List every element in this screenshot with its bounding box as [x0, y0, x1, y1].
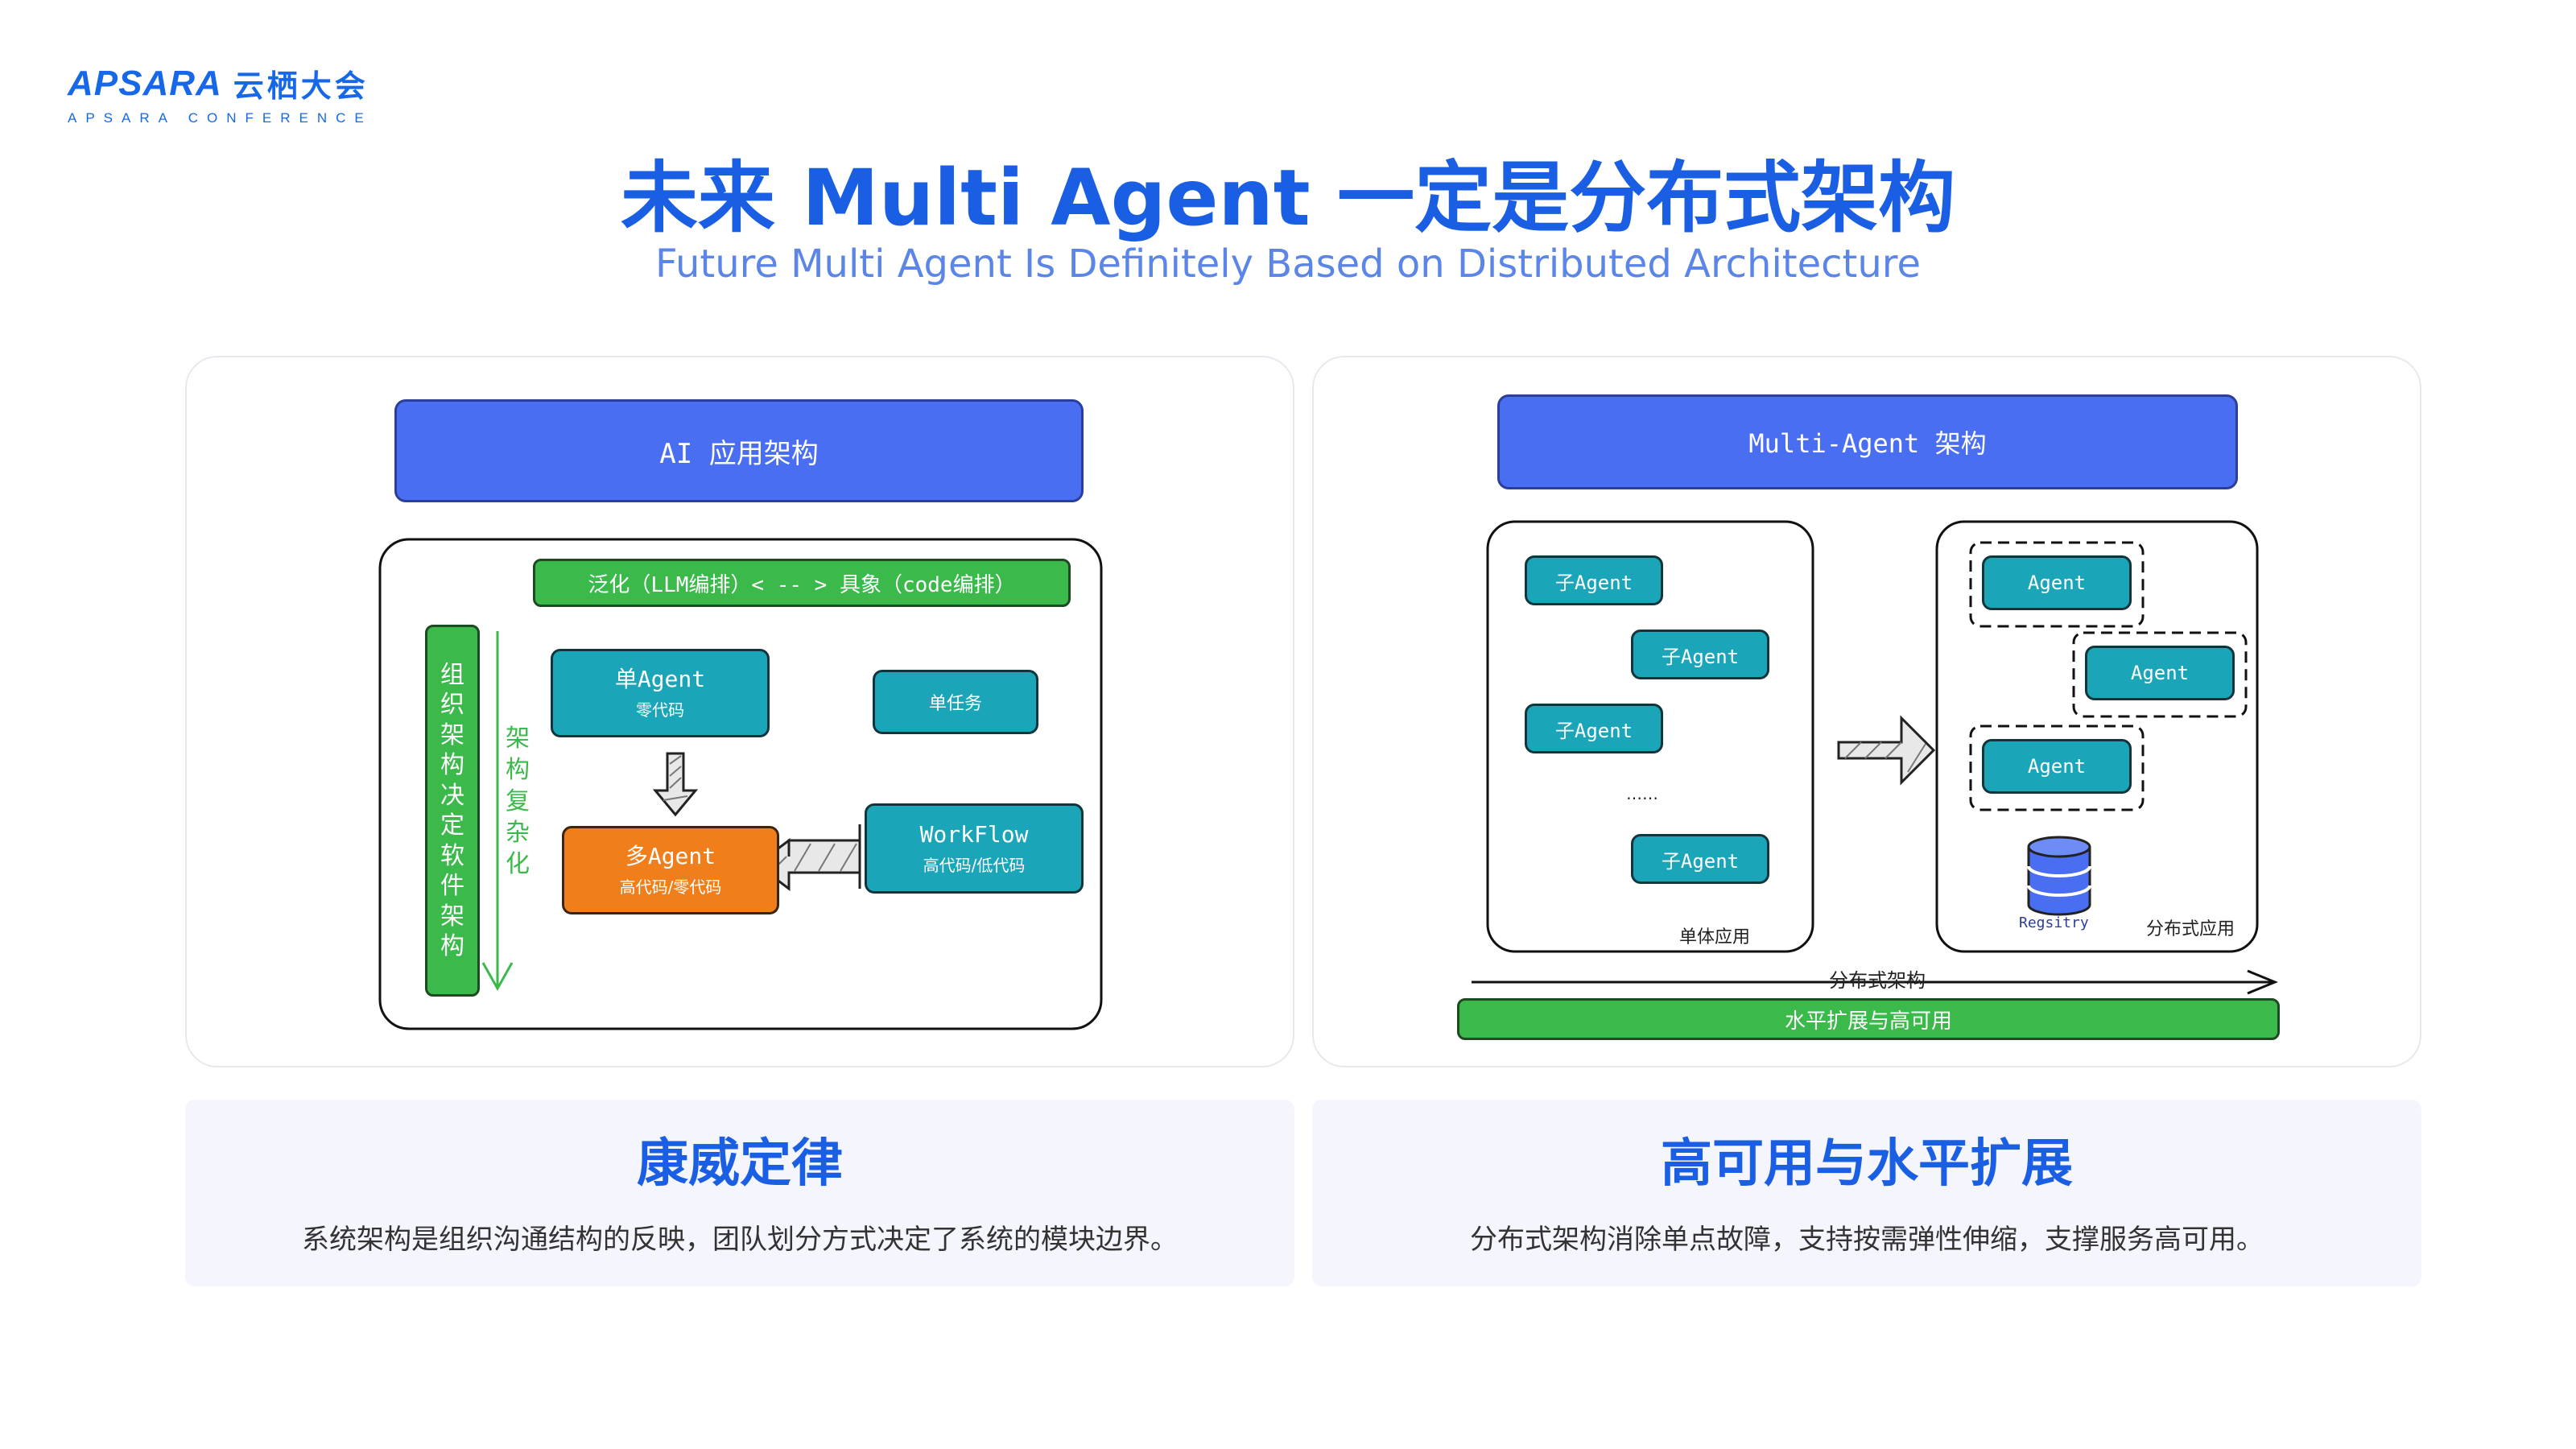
distributed-frame — [1935, 520, 2259, 953]
agent-dashed-box-3 — [1969, 724, 2145, 811]
architecture-arrow-label: 分布式架构 — [1829, 969, 1926, 992]
conway-vertical-bar: 组织架构决定软件架构 — [425, 625, 480, 997]
logo-cn: 云栖大会 — [233, 68, 369, 104]
scale-availability-bar: 水平扩展与高可用 — [1457, 998, 2280, 1040]
apsara-logo: APSARA 云栖大会 APSARA CONFERENCE — [68, 61, 373, 126]
multi-agent-header: Multi-Agent 架构 — [1497, 394, 2238, 489]
agent-3: Agent — [1982, 739, 2132, 794]
agent-1: Agent — [1982, 555, 2132, 610]
multi-agent-panel: Multi-Agent 架构 子Agent 子Agent 子Agent …… 子… — [1312, 356, 2421, 1067]
conway-law-card: 康威定律 系统架构是组织沟通结构的反映，团队划分方式决定了系统的模块边界。 — [185, 1100, 1294, 1286]
conway-law-text: 系统架构是组织沟通结构的反映，团队划分方式决定了系统的模块边界。 — [302, 1224, 1178, 1256]
registry-label: Regsitry — [2019, 914, 2089, 931]
outer-frame — [378, 538, 1103, 1030]
sub-agent-ellipsis: …… — [1626, 784, 1658, 803]
complexity-arrow-head — [481, 962, 514, 992]
availability-text: 分布式架构消除单点故障，支持按需弹性伸缩，支撑服务高可用。 — [1470, 1224, 2264, 1256]
complexity-label: 架构复杂化 — [506, 724, 530, 878]
sub-agent-2: 子Agent — [1631, 630, 1769, 679]
page-subtitle: Future Multi Agent Is Definitely Based o… — [655, 242, 1921, 287]
page-title: 未来 Multi Agent 一定是分布式架构 — [620, 153, 1956, 243]
single-agent-node: 单Agent 零代码 — [551, 649, 770, 737]
hollow-arrow-right-icon — [1837, 715, 1936, 786]
conway-law-title: 康威定律 — [637, 1134, 843, 1194]
sub-agent-4: 子Agent — [1631, 834, 1769, 884]
agent-dashed-box-2 — [2072, 631, 2248, 718]
workflow-node: WorkFlow 高代码/低代码 — [865, 803, 1084, 894]
database-icon — [2027, 836, 2091, 916]
architecture-arrow-head — [2247, 969, 2278, 995]
hollow-arrow-down-icon — [652, 752, 699, 817]
sub-agent-1: 子Agent — [1525, 555, 1663, 605]
logo-brand: APSARA — [68, 63, 222, 103]
ai-architecture-header: AI 应用架构 — [394, 399, 1084, 502]
multi-agent-node: 多Agent 高代码/零代码 — [562, 826, 779, 914]
agent-dashed-box-1 — [1969, 541, 2145, 628]
distributed-label: 分布式应用 — [2146, 919, 2235, 939]
sub-agent-3: 子Agent — [1525, 704, 1663, 753]
monolith-label: 单体应用 — [1679, 927, 1751, 947]
agent-2: Agent — [2085, 646, 2235, 700]
availability-title: 高可用与水平扩展 — [1661, 1134, 2073, 1194]
ai-architecture-panel: AI 应用架构 泛化（LLM编排）< -- > 具象（code编排） 组织架构决… — [185, 356, 1294, 1067]
single-task-node: 单任务 — [873, 670, 1038, 734]
generalization-bar: 泛化（LLM编排）< -- > 具象（code编排） — [533, 559, 1071, 607]
availability-card: 高可用与水平扩展 分布式架构消除单点故障，支持按需弹性伸缩，支撑服务高可用。 — [1312, 1100, 2421, 1286]
logo-sub: APSARA CONFERENCE — [68, 110, 373, 126]
